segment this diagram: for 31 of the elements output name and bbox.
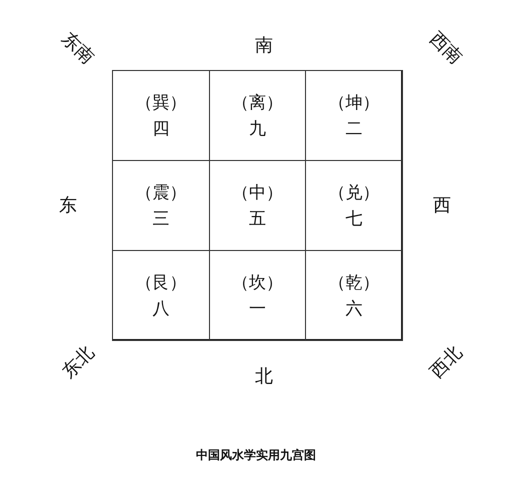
trigram-name: （兑）: [328, 182, 380, 204]
number-label: 二: [346, 118, 363, 140]
direction-label: 西南: [424, 27, 467, 70]
trigram-name: （艮）: [135, 272, 186, 294]
trigram-name: （坤）: [328, 92, 380, 114]
direction-label: 东南: [56, 27, 99, 70]
trigram-name: （坎）: [232, 272, 283, 294]
direction-label: 西: [433, 194, 451, 217]
trigram-name: （巽）: [135, 92, 186, 114]
direction-label: 北: [255, 365, 273, 388]
trigram-name: （中）: [232, 182, 283, 204]
grid-cell: [112, 250, 210, 341]
number-label: 九: [248, 118, 266, 140]
direction-label: 南: [255, 34, 273, 57]
grid-cell: [305, 70, 403, 161]
number-label: 六: [346, 298, 363, 320]
number-label: 七: [346, 208, 363, 230]
direction-label: 西北: [425, 341, 468, 384]
trigram-name: （离）: [232, 92, 283, 114]
caption: 中国风水学实用九宫图: [195, 447, 317, 464]
number-label: 一: [248, 298, 266, 320]
trigram-name: （震）: [135, 182, 186, 204]
direction-label: 东北: [57, 341, 100, 384]
grid-cell: [305, 250, 403, 341]
number-label: 三: [152, 208, 170, 230]
number-label: 八: [152, 298, 170, 320]
number-label: 五: [248, 208, 266, 230]
number-label: 四: [152, 118, 170, 140]
trigram-name: （乾）: [328, 272, 380, 294]
grid-cell: [112, 70, 210, 161]
direction-label: 东: [59, 194, 77, 217]
